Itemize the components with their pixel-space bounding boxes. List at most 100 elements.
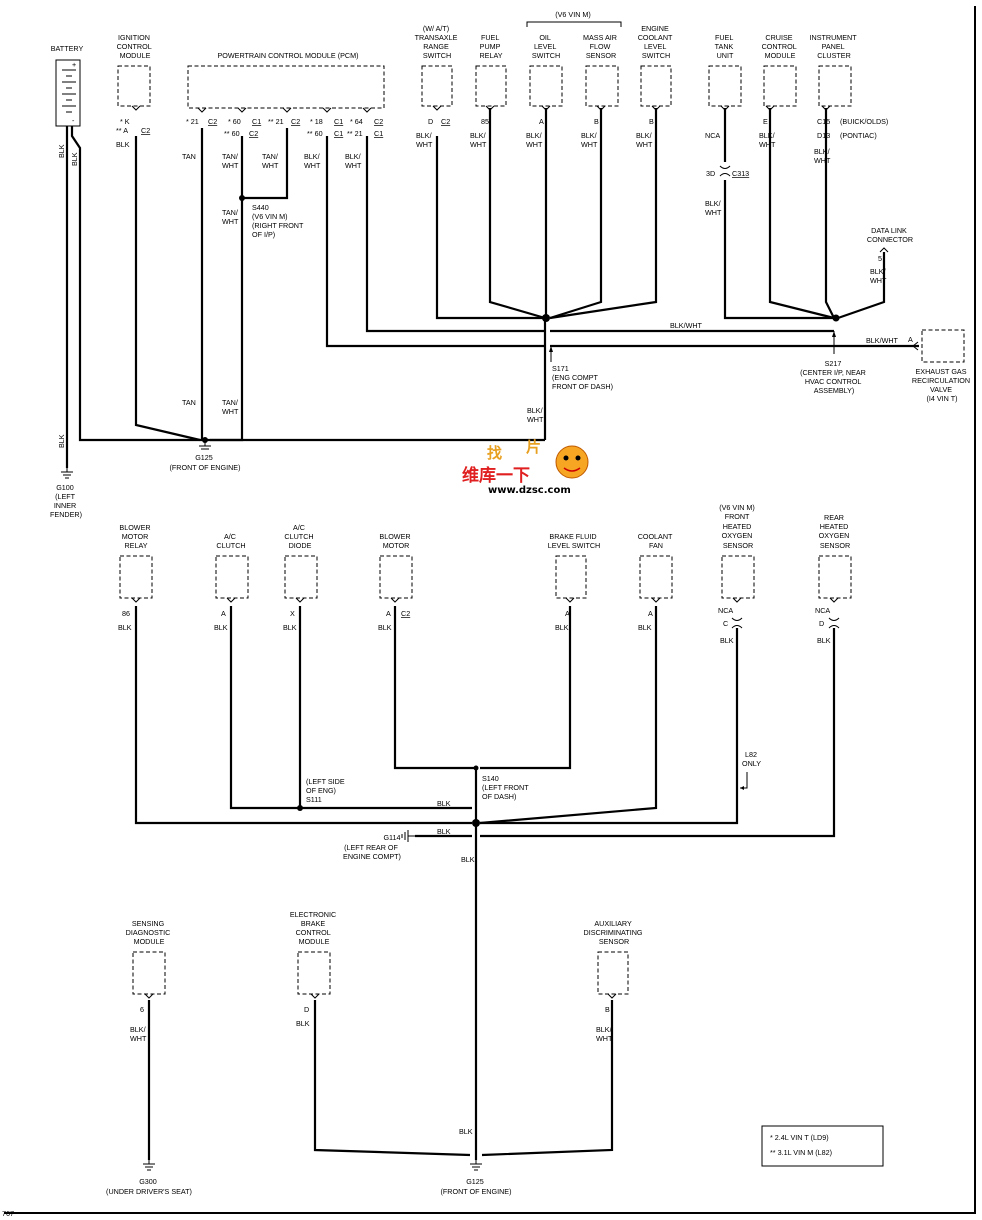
svg-text:85: 85 [481, 117, 489, 126]
svg-text:** A: ** A [116, 126, 128, 135]
g100-label: G100 (LEFT INNER FENDER) [50, 483, 82, 519]
svg-text:C2: C2 [291, 117, 300, 126]
svg-text:(PONTIAC): (PONTIAC) [840, 131, 877, 140]
transaxle-range-switch-box [421, 65, 453, 107]
svg-text:WHT: WHT [222, 161, 239, 170]
blower-motor-box [379, 555, 413, 599]
svg-text:X: X [290, 609, 295, 618]
svg-text:TAN: TAN [182, 152, 196, 161]
svg-text:C1: C1 [334, 117, 343, 126]
svg-text:C: C [723, 619, 728, 628]
fpr-label: FUEL PUMP RELAY [479, 33, 502, 60]
icm-label: IGNITION CONTROL MODULE [117, 33, 154, 60]
rho2-label: REAR HEATED OXYGEN SENSOR [819, 513, 852, 550]
svg-text:BLK/: BLK/ [416, 131, 432, 140]
svg-text:(BUICK/OLDS): (BUICK/OLDS) [840, 117, 888, 126]
svg-text:TAN/: TAN/ [222, 152, 238, 161]
svg-text:BLK/: BLK/ [705, 199, 721, 208]
ground-labels: G100 (LEFT INNER FENDER) G125 (FRONT OF … [50, 453, 511, 1196]
svg-text:BLK: BLK [437, 827, 451, 836]
svg-text:C2: C2 [374, 117, 383, 126]
g114-label: G114 (LEFT REAR OF ENGINE COMPT) [343, 833, 402, 861]
egr-valve-box [921, 329, 965, 363]
svg-text:A: A [539, 117, 544, 126]
svg-text:NCA: NCA [718, 606, 733, 615]
svg-text:TAN/: TAN/ [222, 398, 238, 407]
svg-text:BLK: BLK [378, 623, 392, 632]
svg-text:BLK: BLK [638, 623, 652, 632]
l82-label: L82 ONLY [742, 750, 761, 768]
svg-text:BLK/: BLK/ [130, 1025, 146, 1034]
component-labels: BATTERY IGNITION CONTROL MODULE POWERTRA… [51, 10, 970, 946]
svg-text:BLK/: BLK/ [526, 131, 542, 140]
connector-stubs [131, 105, 919, 999]
brake-fluid-switch-box [555, 555, 587, 599]
ols-label: OIL LEVEL SWITCH [532, 33, 560, 60]
svg-text:BLK: BLK [283, 623, 297, 632]
g125-top-ground-icon [199, 440, 211, 450]
maf-sensor-box [585, 65, 619, 107]
svg-text:** 60: ** 60 [307, 129, 323, 138]
svg-text:BLK: BLK [720, 636, 734, 645]
svg-text:BLK: BLK [296, 1019, 310, 1028]
battery-label: BATTERY [51, 44, 84, 53]
svg-text:WHT: WHT [304, 161, 321, 170]
bottom-wires [134, 606, 836, 1160]
svg-text:86: 86 [122, 609, 130, 618]
svg-text:BLK: BLK [437, 799, 451, 808]
svg-text:B: B [605, 1005, 610, 1014]
svg-text:D13: D13 [817, 131, 830, 140]
g300-ground-icon [143, 1160, 155, 1171]
svg-text:C2: C2 [441, 117, 450, 126]
ads-label: AUXILIARY DISCRIMINATING SENSOR [584, 919, 645, 946]
svg-text:BLK/: BLK/ [304, 152, 320, 161]
svg-text:WHT: WHT [527, 415, 544, 424]
fho2-label: (V6 VIN M) FRONT HEATED OXYGEN SENSOR [719, 503, 757, 550]
svg-text:A: A [221, 609, 226, 618]
svg-text:WHT: WHT [814, 156, 831, 165]
svg-text:C1: C1 [334, 129, 343, 138]
svg-text:BLK: BLK [214, 623, 228, 632]
svg-text:D: D [428, 117, 433, 126]
v6-vin-m-top-label: (V6 VIN M) [555, 10, 591, 19]
svg-text:BLK/: BLK/ [345, 152, 361, 161]
pcm-box [187, 65, 385, 109]
svg-text:BLK/: BLK/ [759, 131, 775, 140]
svg-text:+: + [72, 60, 76, 69]
pcm-label: POWERTRAIN CONTROL MODULE (PCM) [218, 51, 359, 60]
ignition-control-module-box [117, 65, 151, 107]
splice-dots [202, 195, 840, 827]
s171-label: S171 (ENG COMPT FRONT OF DASH) [552, 364, 613, 391]
svg-text:WHT: WHT [222, 217, 239, 226]
svg-text:A: A [565, 609, 570, 618]
svg-text:片: 片 [526, 438, 541, 456]
svg-text:A: A [386, 609, 391, 618]
maf-label: MASS AIR FLOW SENSOR [583, 33, 619, 60]
ftu-label: FUEL TANK UNIT [715, 33, 736, 60]
svg-text:* 18: * 18 [310, 117, 323, 126]
watermark-logo: 找 片 维库一下 www.dzsc.com [462, 438, 589, 496]
s111-label: (LEFT SIDE OF ENG) S111 [306, 777, 347, 804]
ecl-switch-box [640, 65, 672, 107]
svg-text:* 2.4L VIN T (LD9): * 2.4L VIN T (LD9) [770, 1133, 829, 1142]
g114-ground-icon [401, 830, 415, 842]
ac-clutch-box [215, 555, 249, 599]
bm-label: BLOWER MOTOR [379, 532, 412, 550]
trs-label: (W/ A/T) TRANSAXLE RANGE SWITCH [415, 24, 460, 60]
s440-label: S440 (V6 VIN M) (RIGHT FRONT OF I/P) [252, 203, 305, 239]
g125-bottom-label: G125 (FRONT OF ENGINE) [441, 1177, 512, 1196]
svg-text:TAN: TAN [182, 398, 196, 407]
svg-text:** 21: ** 21 [347, 129, 363, 138]
fuel-tank-unit-box [708, 65, 742, 107]
svg-text:6: 6 [140, 1005, 144, 1014]
ac-clutch-diode-box [284, 555, 318, 599]
blower-motor-relay-box [119, 555, 153, 599]
svg-text:WHT: WHT [345, 161, 362, 170]
s217-label: S217 (CENTER I/P, NEAR HVAC CONTROL ASSE… [800, 359, 868, 395]
top-wires [65, 108, 919, 468]
svg-text:www.dzsc.com: www.dzsc.com [488, 485, 571, 496]
component-boxes [117, 65, 965, 995]
svg-text:BLK: BLK [70, 152, 79, 166]
svg-text:D: D [819, 619, 824, 628]
